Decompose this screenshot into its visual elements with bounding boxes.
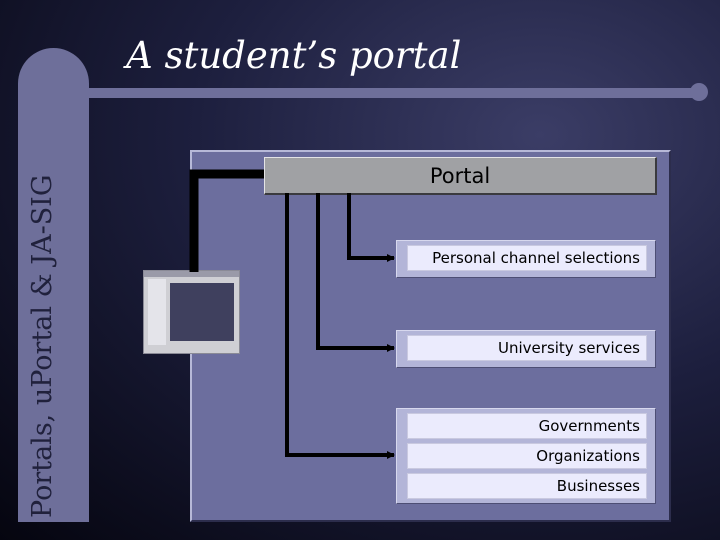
university-services: University services [407,335,647,361]
connector-university [316,193,395,352]
organizations-cell: Organizations [407,443,647,469]
slide-title: A student’s portal [126,34,462,77]
title-underline-cap [690,83,708,101]
governments-label: Governments [538,417,640,435]
businesses-label: Businesses [556,477,640,495]
connector-external [285,193,395,459]
businesses-cell: Businesses [407,473,647,499]
organizations-label: Organizations [536,447,640,465]
governments-cell: Governments [407,413,647,439]
title-underline [89,88,695,98]
personal-channel-label: Personal channel selections [432,249,640,267]
thumbnail-titlebar [144,271,239,277]
portal-box: Portal [264,157,657,195]
connector-personal [347,193,395,262]
university-services-label: University services [498,339,640,357]
portal-label: Portal [429,163,491,188]
thumbnail-sidebar [148,279,166,345]
portal-to-thumbnail-connector [189,169,264,272]
thumbnail-screen [170,283,234,341]
personal-channel-selections: Personal channel selections [407,245,647,271]
sidebar-band [18,48,89,522]
portal-screenshot-thumbnail [143,270,240,354]
